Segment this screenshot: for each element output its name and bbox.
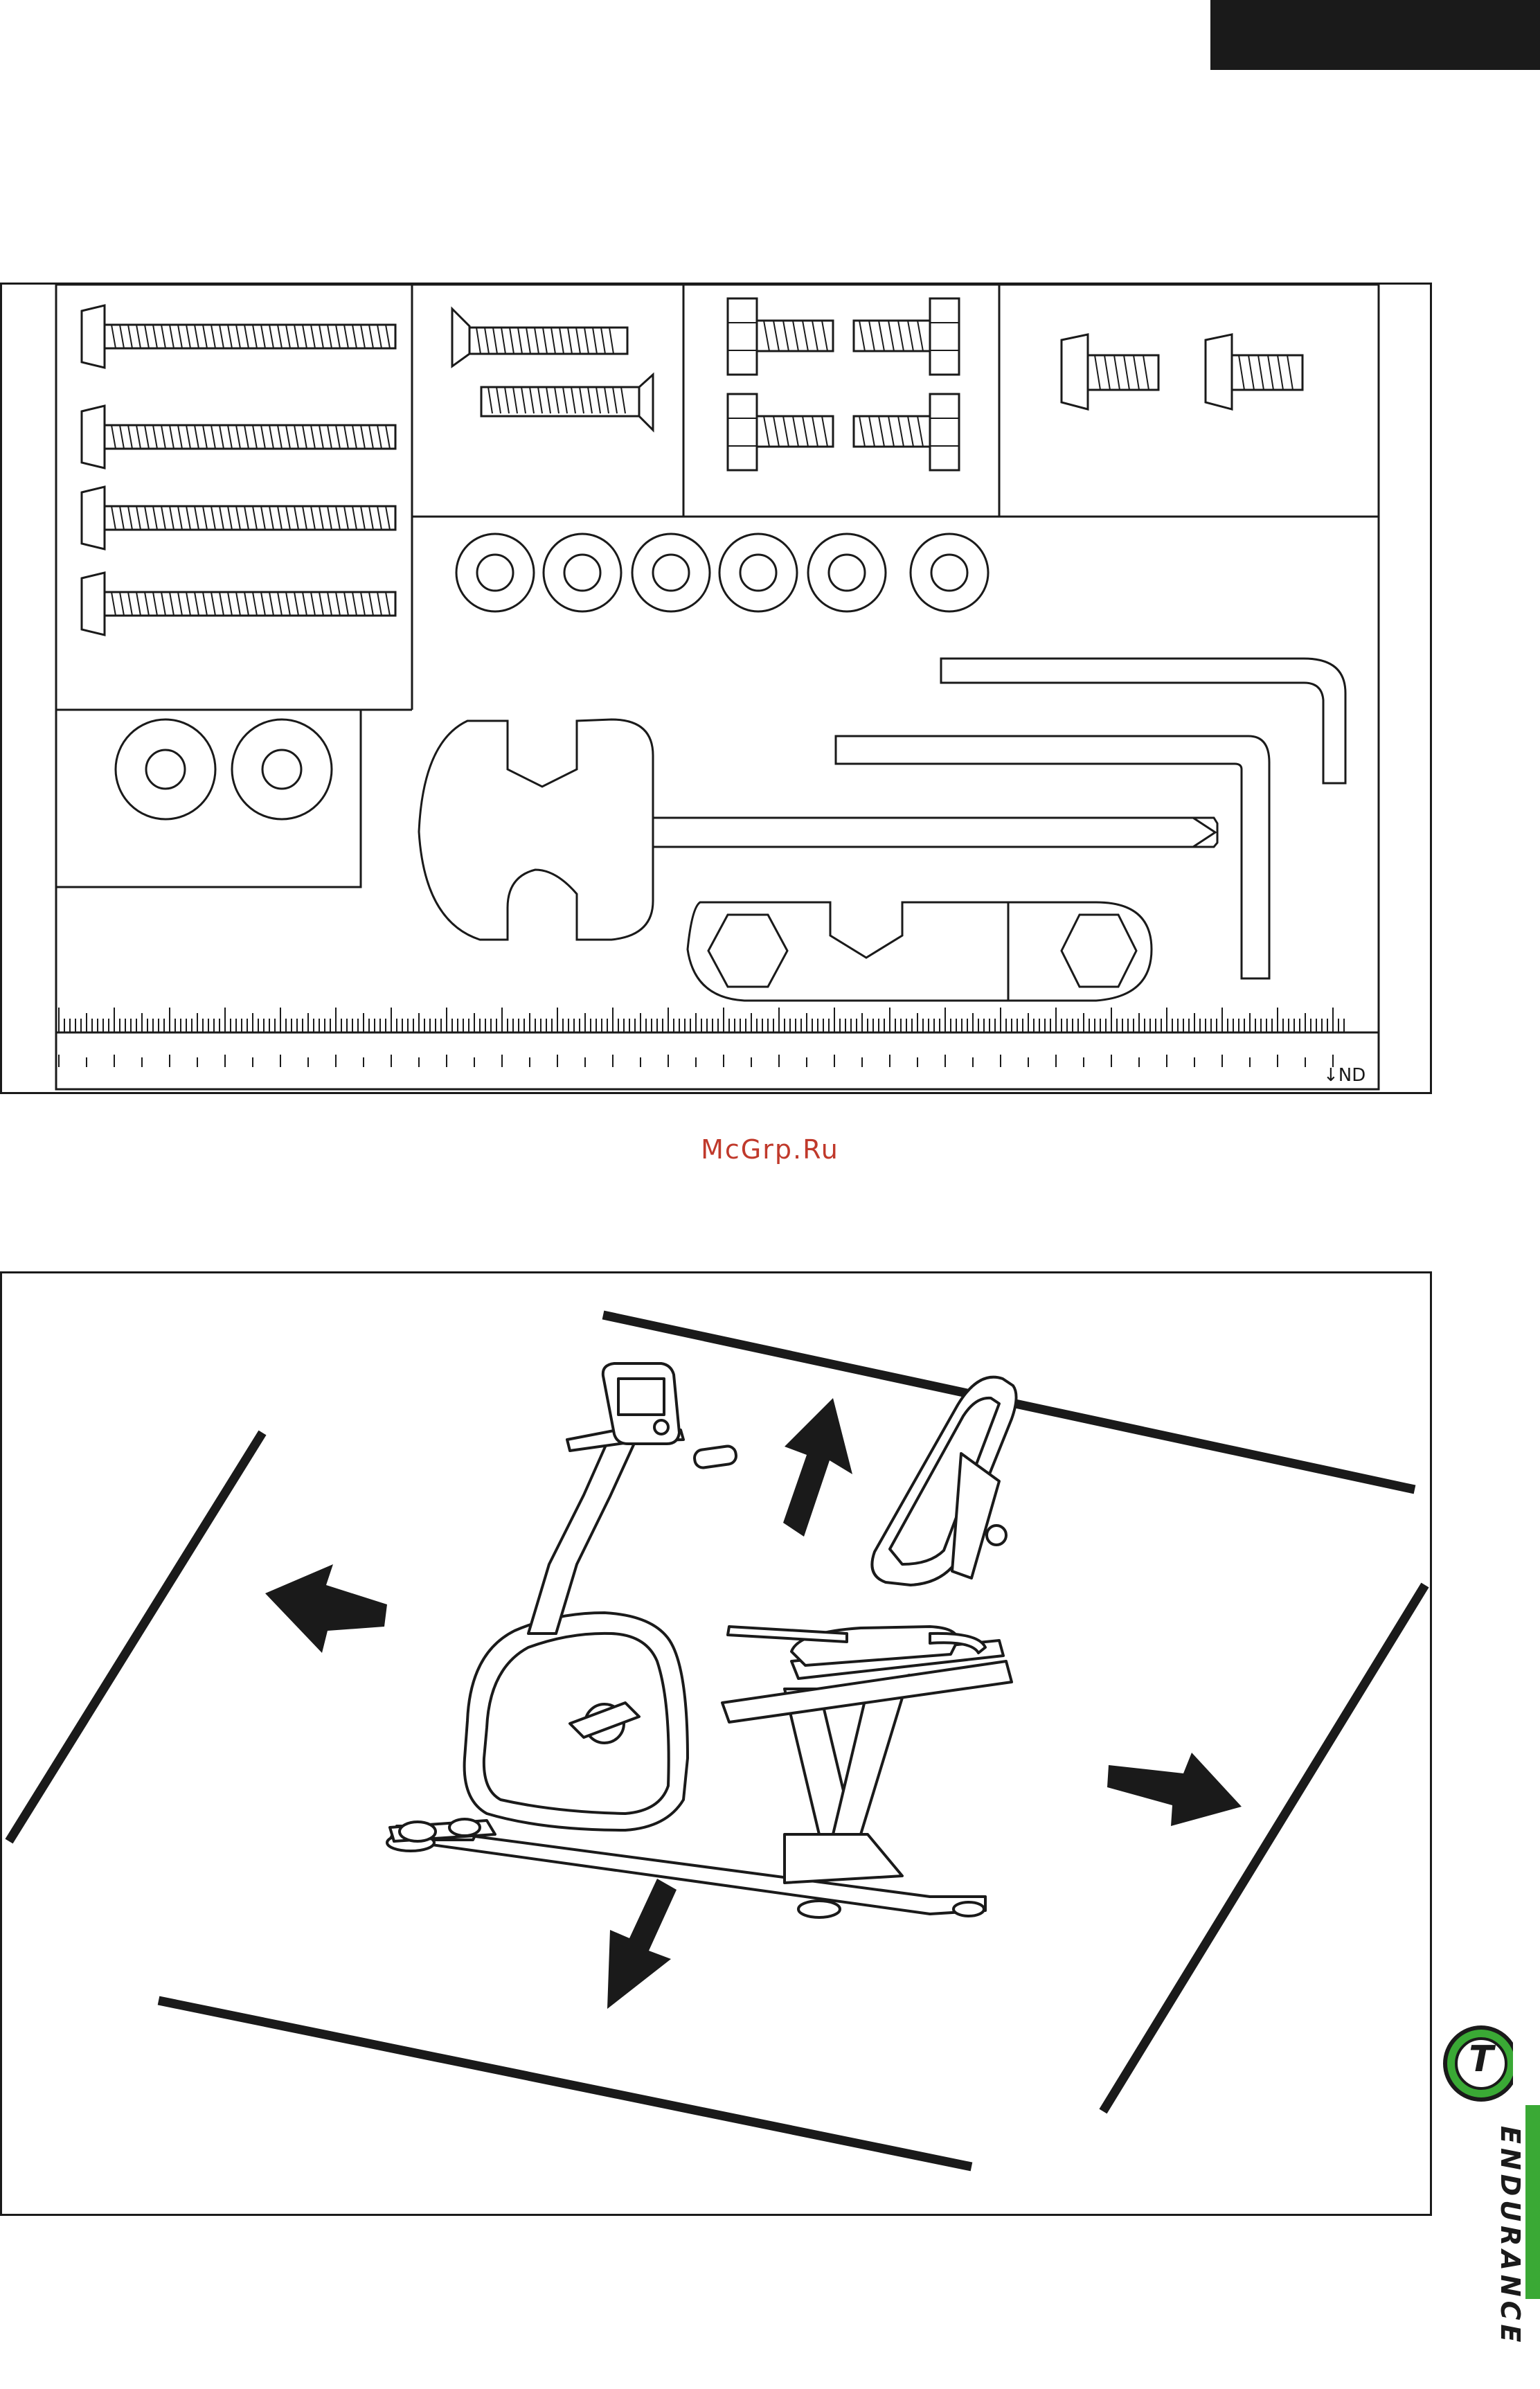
short-bolt-1 (1062, 334, 1158, 409)
arrow-down (607, 1879, 677, 2009)
brand-name: ENDURANCE (1498, 2126, 1525, 2389)
countersunk-bolt-1 (452, 309, 469, 366)
long-bolt-group (82, 305, 395, 635)
clearance-line-right (1103, 1585, 1425, 2111)
recumbent-bike (387, 1363, 1017, 1917)
clearance-illustration (2, 1273, 1434, 2218)
hex-bolt-2 (854, 298, 959, 375)
large-washer-group (116, 719, 332, 819)
brand-accent-bar (1525, 2105, 1540, 2299)
hardware-illustration: ↓ND (2, 285, 1434, 1096)
washer-1 (456, 534, 534, 611)
washer-5 (808, 534, 886, 611)
washer-row (456, 534, 988, 611)
large-washer-1 (116, 719, 215, 819)
countersunk-bolt-group (452, 309, 653, 430)
washer-4 (719, 534, 797, 611)
hex-bolt-4 (854, 394, 959, 470)
ruler (56, 1008, 1379, 1067)
washer-6 (911, 534, 988, 611)
brand-logo: T ENDURANCE (1437, 2015, 1540, 2299)
arrow-left (265, 1564, 387, 1653)
washer-2 (544, 534, 621, 611)
ruler-unit-label: ↓ND (1323, 1065, 1366, 1086)
hex-bolt-group (728, 298, 959, 470)
clearance-line-left (9, 1433, 262, 1841)
short-bolt-2 (1206, 334, 1302, 409)
hex-bolt-3 (728, 394, 833, 470)
large-washer-2 (232, 719, 332, 819)
hardware-parts-panel: ↓ND (0, 283, 1432, 1094)
hex-bolt-1 (728, 298, 833, 375)
countersunk-bolt-2 (639, 375, 653, 430)
arrow-right (1107, 1753, 1242, 1826)
watermark: McGrp.Ru (0, 1134, 1540, 1165)
clearance-line-bottom (159, 2001, 972, 2167)
arrow-up (783, 1398, 852, 1537)
corner-section-tab (1210, 0, 1540, 70)
washer-3 (632, 534, 710, 611)
open-end-wrench (688, 902, 1152, 1001)
thread-hatching (111, 325, 390, 616)
clearance-panel (0, 1271, 1432, 2216)
brand-logo-letter: T (1465, 2039, 1498, 2080)
